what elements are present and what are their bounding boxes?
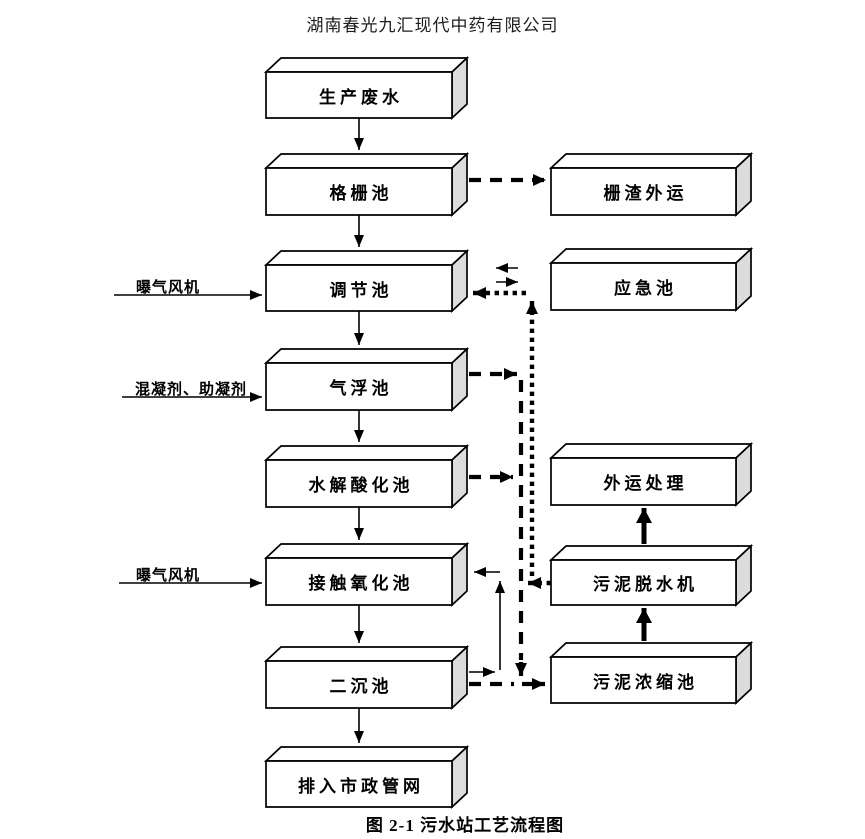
dotted-line-arrowheads: [473, 287, 541, 589]
sludge-return-line: [469, 567, 505, 677]
box-grid-pool: [263, 152, 470, 217]
dotted-return-line: [486, 290, 551, 586]
box-production-wastewater: [263, 56, 470, 120]
box-grid-slag-outbound: [548, 152, 754, 217]
box-sludge-thickening-pool: [548, 641, 754, 705]
box-emergency-pool: [548, 247, 754, 312]
process-boxes-layer: [263, 56, 754, 809]
label-coagulant: 混凝剂、助凝剂: [134, 382, 247, 398]
box-sludge-dewatering-machine: [548, 544, 754, 607]
box-secondary-sedimentation-pool: [263, 645, 470, 710]
box-contact-oxidation-pool: [263, 542, 470, 607]
dashed-sludge-lines: [469, 174, 546, 687]
label-aeration-fan-bottom: 曝气风机: [135, 568, 200, 584]
emergency-exchange-arrows: [496, 263, 518, 287]
box-municipal-pipe-network: [263, 745, 470, 809]
box-regulating-pool: [263, 249, 470, 313]
box-hydrolysis-acidification-pool: [263, 444, 470, 509]
input-arrows: [114, 290, 262, 588]
box-air-flotation-pool: [263, 347, 470, 412]
figure-caption: 图 2-1 污水站工艺流程图: [365, 816, 565, 835]
box-outbound-treatment: [548, 442, 754, 507]
page-title: 湖南春光九汇现代中药有限公司: [306, 16, 559, 35]
dashed-line-arrowheads: [515, 662, 545, 690]
label-aeration-fan-top: 曝气风机: [135, 280, 200, 296]
